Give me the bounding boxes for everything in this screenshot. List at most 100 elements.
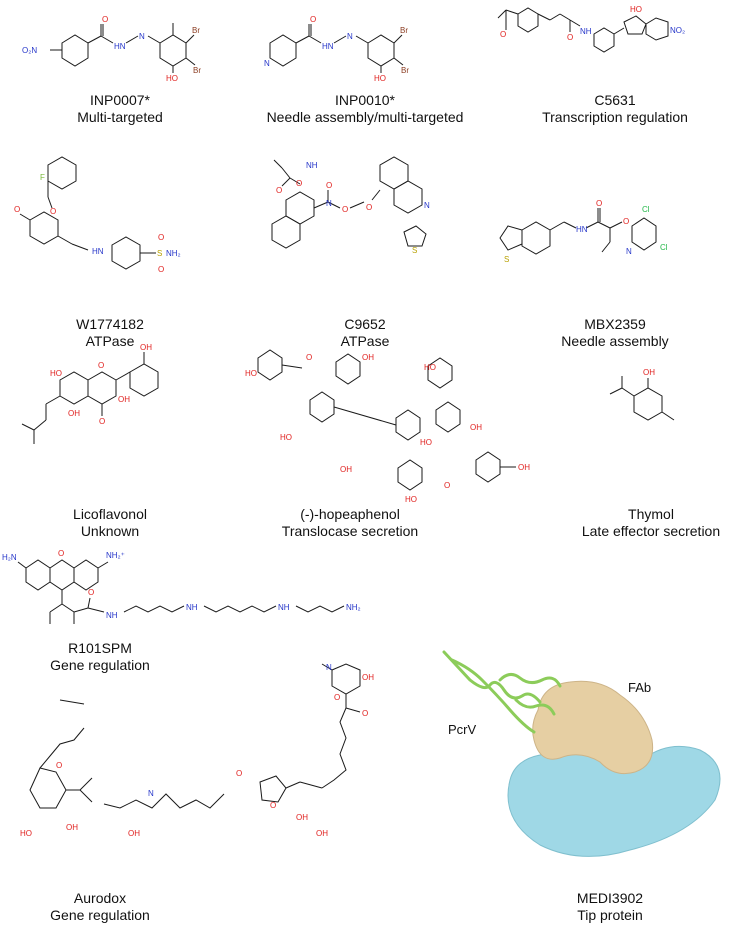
hydroxyl-label: OH (362, 673, 374, 682)
compound-name: INP0007* (90, 92, 150, 108)
ester-o-label: O (342, 205, 348, 214)
caption-c5631: C5631 Transcription regulation (500, 92, 730, 126)
compound-name: MBX2359 (584, 316, 646, 332)
compound-inp0010: N O HN N HO Br Br INP0010* Needle assemb… (240, 0, 490, 130)
caption-inp0010: INP0010* Needle assembly/multi-targeted (240, 92, 490, 126)
compound-target: Tip protein (577, 907, 643, 923)
furan-o-label: O (444, 481, 450, 490)
terminal-nh2-label: NH₂ (346, 603, 361, 612)
quinoline-n-label: N (424, 201, 430, 210)
hydroxyl-label: HO (50, 369, 62, 378)
carbonyl-o-label: O (310, 15, 316, 24)
compound-hopeaphenol: HO OH O HO OH HO OH HO HO O OH (-)-hopea… (240, 340, 580, 540)
compound-name: Thymol (628, 506, 674, 522)
amide-o-label: O (567, 33, 573, 42)
amide-nh-label: HN (576, 225, 588, 234)
ether-o-label: O (50, 207, 56, 216)
caption-inp0007: INP0007* Multi-targeted (40, 92, 200, 126)
nh-label: NH (580, 27, 592, 36)
ring-o-label: O (296, 179, 302, 188)
inp0010-structure: N O HN N HO Br Br (264, 15, 409, 83)
caption-hopeaphenol: (-)-hopeaphenol Translocase secretion (240, 506, 460, 540)
compound-c9652: NH O O N O O O N S C9652 ATPase (240, 150, 490, 349)
pyranone-o-label: O (98, 361, 104, 370)
chlorine-label: Cl (642, 205, 650, 214)
compound-name: MEDI3902 (576, 890, 644, 906)
amide-n-label: N (148, 789, 154, 798)
compound-licoflavonol: HO O OH OH O OH Licoflavonol Unknown (0, 340, 240, 540)
amide-o-label: O (596, 199, 602, 208)
n-oh-label: HO (630, 5, 642, 14)
hydroxyl-label: OH (296, 813, 308, 822)
n-label: N (347, 32, 353, 41)
pyridone-n-label: N (326, 663, 332, 672)
chlorine-label: Cl (660, 243, 668, 252)
hydroxyl-label: OH (362, 353, 374, 362)
pyridone-o-label: O (334, 693, 340, 702)
ketone-o-label: O (99, 417, 105, 426)
mbx2359-structure: S HN O O Cl N Cl (499, 199, 668, 264)
compound-aurodox: N OH O O O N O O HO OH OH OH OH Aurodox … (0, 660, 420, 929)
amide-o-label: O (88, 588, 94, 597)
compound-name: C5631 (594, 92, 636, 108)
compound-target: Needle assembly (561, 333, 669, 349)
furan-o-label: O (306, 353, 312, 362)
caption-licoflavonol: Licoflavonol Unknown (10, 506, 210, 540)
hydroxyl-label: HO (245, 369, 257, 378)
compound-name: W1774182 (76, 316, 144, 332)
hydroxyl-label: OH (518, 463, 530, 472)
br-label: Br (400, 26, 408, 35)
compound-target: ATPase (85, 333, 135, 349)
compound-target: ATPase (340, 333, 390, 349)
carbonyl-o-label: O (326, 181, 332, 190)
oh-label: HO (166, 74, 178, 83)
nh-label: HN (322, 42, 334, 51)
br-label: Br (192, 26, 200, 35)
hopeaphenol-structure: HO OH O HO OH HO OH HO HO O OH (245, 349, 530, 504)
thymol-structure: OH (609, 368, 675, 421)
compound-inp0007: O₂N O HN N HO Br Br INP0007* Multi-targe… (0, 0, 240, 130)
br-label: Br (401, 66, 409, 75)
compound-target: Gene regulation (50, 907, 150, 923)
phenol-oh-label: OH (140, 343, 152, 352)
caption-w1774182: W1774182 ATPase (10, 316, 210, 350)
thiophene-s-label: S (412, 246, 417, 255)
caption-aurodox: Aurodox Gene regulation (20, 890, 180, 924)
ketone-o-label: O (362, 709, 368, 718)
compound-target: Unknown (80, 523, 140, 539)
fluorine-label: F (40, 173, 45, 182)
compound-name: C9652 (344, 316, 386, 332)
nh-label: NH (306, 161, 318, 170)
aurodox-structure: N OH O O O N O O HO OH OH OH OH (20, 663, 374, 838)
nh-label: HN (114, 42, 126, 51)
caption-mbx2359: MBX2359 Needle assembly (500, 316, 730, 350)
br-label: Br (193, 66, 201, 75)
fab-label: FAb (628, 680, 651, 695)
compound-name: Aurodox (73, 890, 127, 906)
compound-target: Translocase secretion (281, 523, 419, 539)
hydroxyl-label: OH (66, 823, 78, 832)
c9652-structure: NH O O N O O O N S (271, 156, 430, 255)
hydroxyl-label: OH (128, 829, 140, 838)
protein-complex-render: PcrV FAb (442, 650, 721, 857)
c5631-structure: O O NH HO NO₂ (497, 5, 685, 53)
hydroxyl-label: OH (316, 829, 328, 838)
thf-o-label: O (270, 801, 276, 810)
w1774182-structure: F O O HN S O O NH₂ (14, 156, 181, 274)
sulfonyl-o-label: O (158, 265, 164, 274)
compound-target: Multi-targeted (77, 109, 163, 125)
sulfur-label: S (157, 249, 162, 258)
hydroxyl-label: OH (118, 395, 130, 404)
h2n-label: H₂N (2, 553, 17, 562)
compound-name: Licoflavonol (73, 506, 147, 522)
hydroxyl-label: HO (20, 829, 32, 838)
pyran-o-label: O (56, 761, 62, 770)
no2-label: O₂N (22, 46, 37, 55)
hydroxyl-label: HO (424, 363, 436, 372)
hydroxyl-label: HO (405, 495, 417, 504)
inp0007-structure: O₂N O HN N HO Br Br (22, 15, 201, 83)
compound-c5631: O O NH HO NO₂ C5631 Transcription regula… (490, 0, 742, 130)
caption-r101spm: R101SPM Gene regulation (20, 640, 180, 674)
benzothiophene-s-label: S (504, 255, 509, 264)
spermine-nh-label: NH (186, 603, 198, 612)
